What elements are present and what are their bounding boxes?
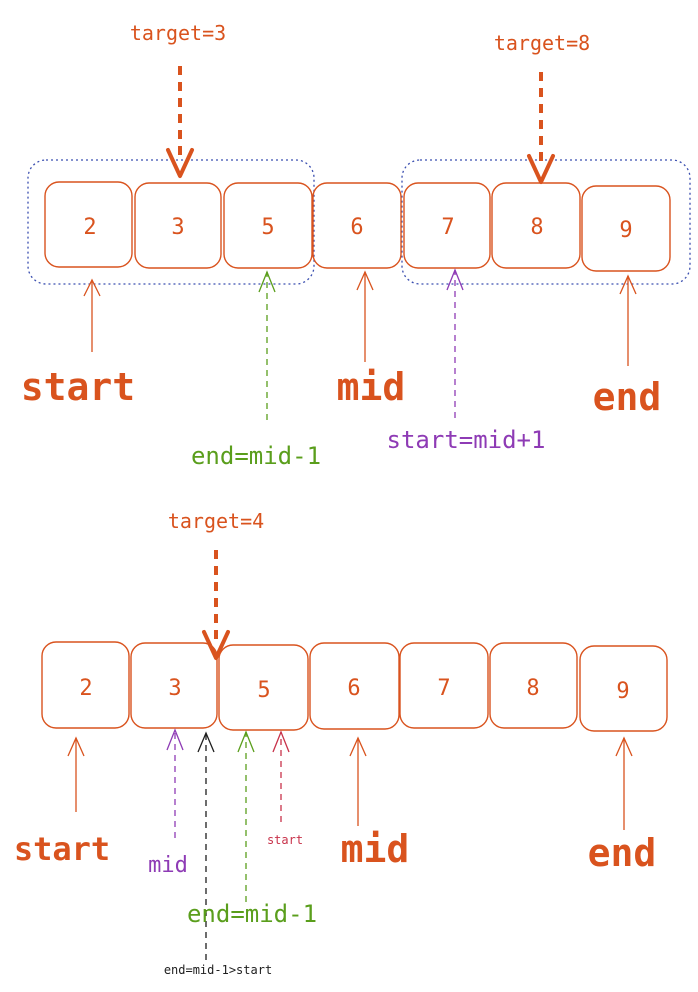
cell-row-2: 2 3 5 6 7 8 9 [41, 641, 668, 732]
start-pointer-arrow [83, 278, 101, 352]
cell-value: 8 [530, 215, 543, 240]
cell-box [130, 642, 218, 729]
cell-value: 5 [257, 678, 270, 703]
diagram-2: 2 3 5 6 7 8 9 target=4 [14, 509, 668, 977]
cell-box [223, 182, 313, 269]
cell-box [581, 185, 671, 272]
cell-box [399, 642, 489, 729]
end-update-pointer-arrow [237, 730, 255, 902]
cell-value: 3 [168, 676, 181, 701]
cell-box [41, 641, 130, 729]
target-left-arrow [166, 66, 194, 178]
mid-pointer-arrow [349, 736, 367, 826]
cell-box [403, 182, 491, 269]
target-right-label: target=8 [494, 31, 590, 55]
cell-value: 2 [83, 215, 96, 240]
end-update-arrow [258, 270, 276, 420]
mid-label: mid [341, 827, 410, 871]
condition-label: end=mid-1>start [164, 963, 272, 977]
end-pointer-arrow [615, 736, 633, 830]
cell-value: 9 [619, 218, 632, 243]
cell-value: 3 [171, 215, 184, 240]
mid-label: mid [337, 365, 406, 409]
diagram-1: 2 3 5 6 7 8 9 target=3 target=8 [21, 21, 691, 470]
cell-box [218, 644, 309, 731]
mid-small-pointer-arrow [166, 728, 184, 838]
end-label: end [593, 375, 662, 419]
target-label: target=4 [168, 509, 264, 533]
right-half-group-box [401, 159, 691, 285]
cell-box [134, 182, 222, 269]
end-pointer-arrow [619, 274, 637, 366]
cell-value: 2 [79, 676, 92, 701]
target-right-arrow [527, 72, 555, 184]
start-small-pointer-arrow [272, 730, 290, 822]
start-small-label: start [267, 833, 303, 847]
condition-pointer-arrow [197, 731, 215, 960]
cell-value: 9 [616, 679, 629, 704]
cell-box [312, 182, 402, 269]
cell-value: 6 [350, 215, 363, 240]
cell-row-1: 2 3 5 6 7 8 9 [44, 181, 671, 272]
cell-box [491, 182, 581, 269]
cell-value: 5 [261, 215, 274, 240]
start-label: start [14, 830, 110, 868]
cell-value: 6 [347, 676, 360, 701]
end-update-label: end=mid-1 [191, 442, 321, 470]
mid-small-label: mid [148, 853, 188, 878]
start-label: start [21, 365, 135, 409]
end-label: end [588, 831, 657, 875]
cell-box [44, 181, 133, 268]
cell-box [489, 642, 578, 729]
target-arrow [202, 550, 230, 660]
target-left-label: target=3 [130, 21, 226, 45]
mid-pointer-arrow [356, 270, 374, 362]
cell-value: 8 [526, 676, 539, 701]
cell-value: 7 [437, 676, 450, 701]
start-pointer-arrow [67, 736, 85, 812]
start-update-label: start=mid+1 [387, 426, 546, 454]
start-update-arrow [446, 268, 464, 418]
cell-box [579, 645, 668, 732]
cell-value: 7 [441, 215, 454, 240]
end-update-label: end=mid-1 [187, 900, 317, 928]
cell-box [309, 642, 400, 730]
